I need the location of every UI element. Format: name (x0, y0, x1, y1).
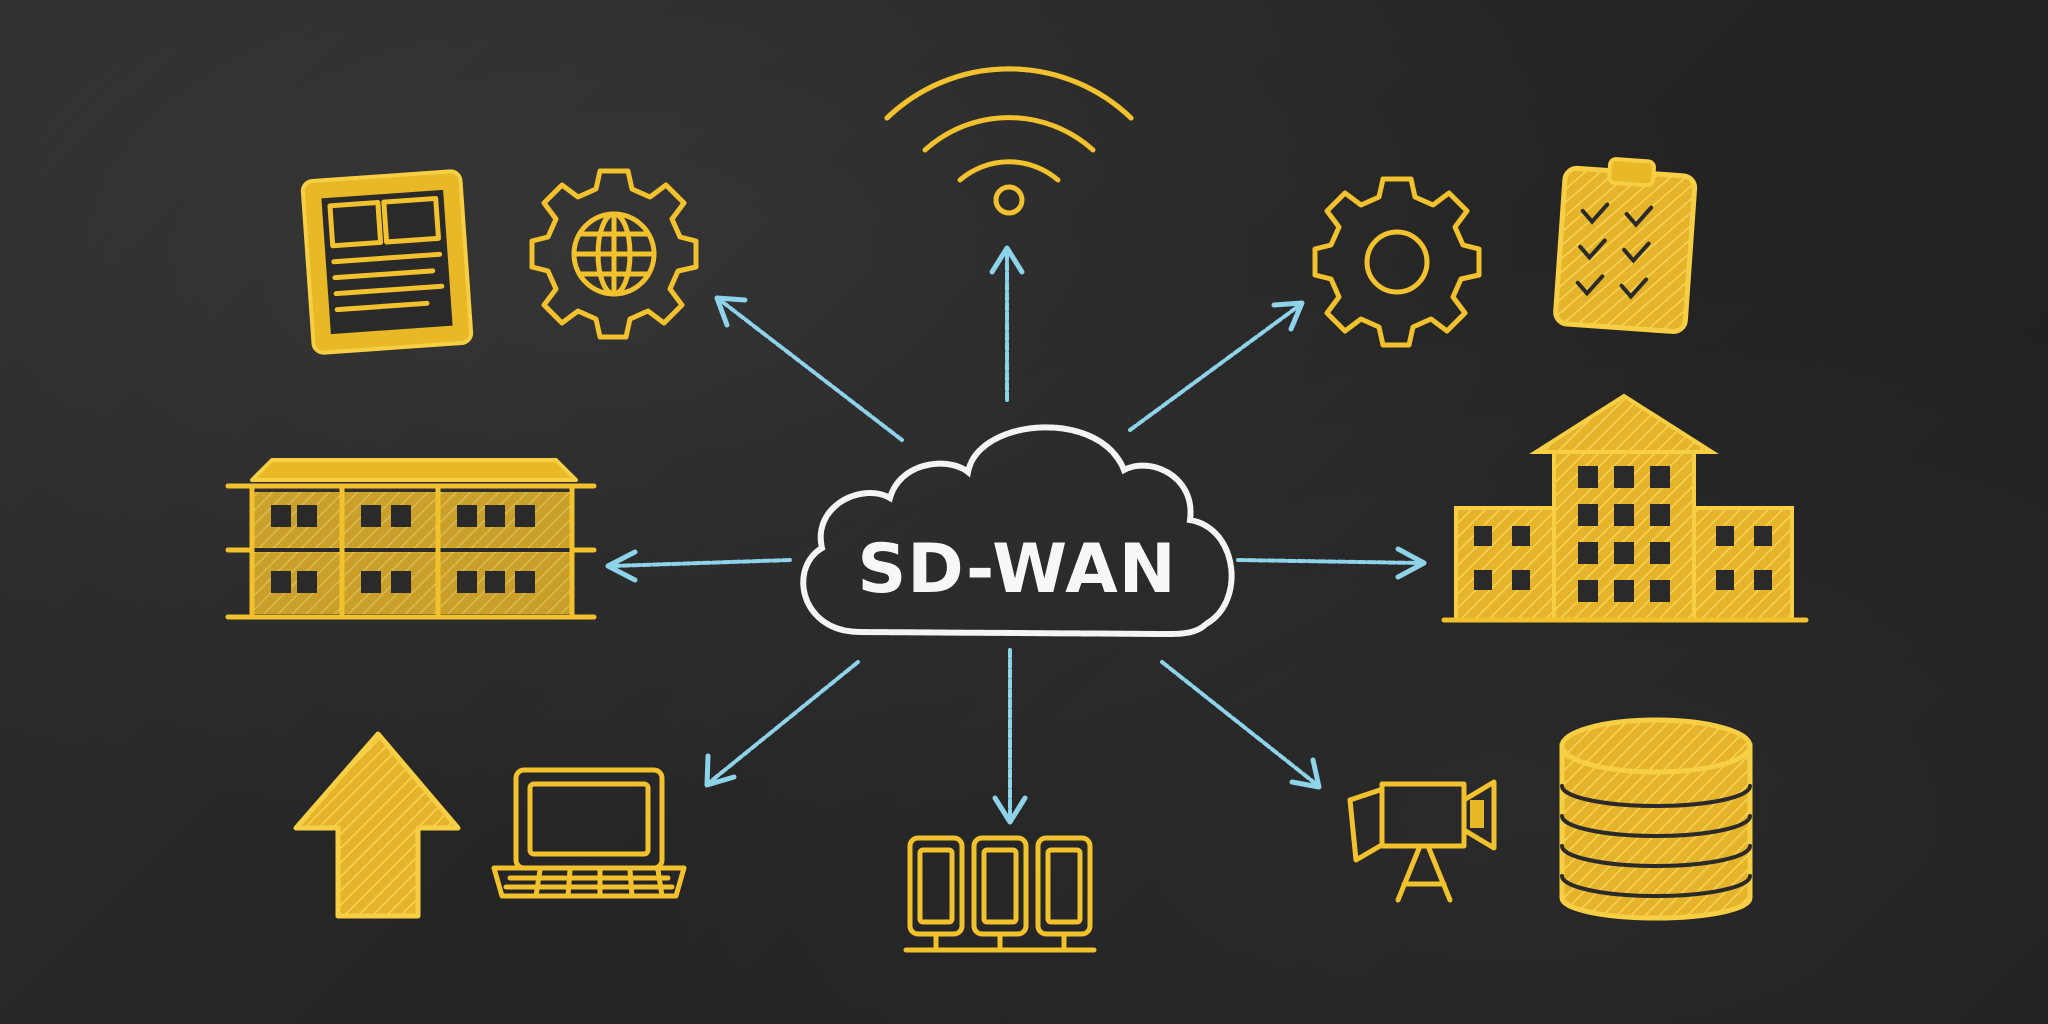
document-icon (300, 169, 474, 355)
cloud-label: SD-WAN (857, 530, 1176, 609)
arrow-to-server-rack (992, 648, 1028, 825)
sd-wan-cloud: SD-WAN (800, 424, 1235, 638)
arrow-to-laptop (704, 660, 860, 788)
wifi-icon (884, 66, 1134, 216)
arrow-to-gear (1128, 300, 1305, 432)
arrow-to-video-camera (1160, 660, 1322, 790)
arrow-to-wifi (989, 245, 1025, 402)
arrow-to-office-building (1236, 546, 1427, 580)
server-rack-icon (903, 835, 1097, 953)
arrow-to-long-building (605, 549, 792, 583)
long-building-icon (225, 458, 597, 620)
globe-gear-icon (529, 168, 699, 340)
arrow-to-globe-gear (714, 295, 904, 442)
video-camera-icon (1347, 779, 1497, 903)
database-icon (1559, 717, 1753, 921)
gear-icon (1312, 176, 1482, 348)
office-building-icon (1441, 393, 1809, 623)
cloud-outline-icon (800, 424, 1235, 638)
up-arrow-icon (293, 731, 461, 919)
clipboard-checklist-icon (1553, 157, 1698, 334)
connector-arrows (605, 245, 1427, 825)
laptop-icon (491, 767, 687, 899)
